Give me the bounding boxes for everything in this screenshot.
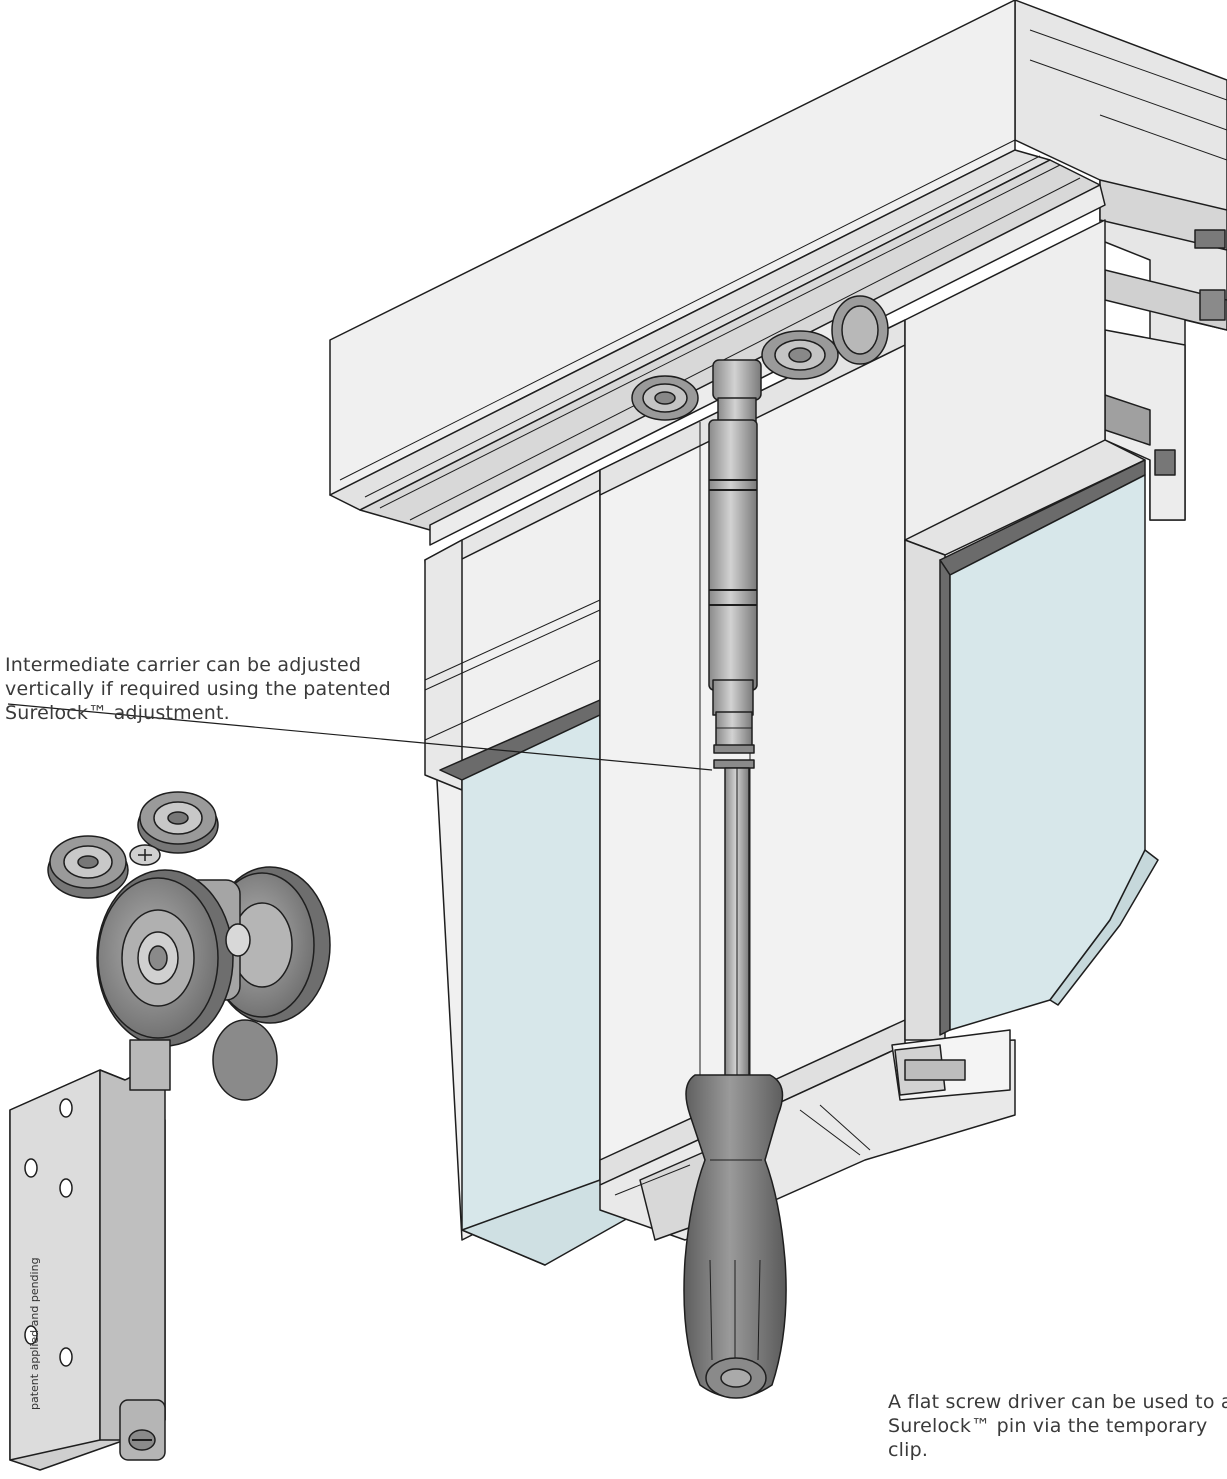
carrier-wheels: [47, 791, 331, 1101]
annotation-line: clip.: [888, 1439, 929, 1461]
annotation-line: Surelock™ pin via the temporary: [888, 1415, 1208, 1437]
annotation-line: A flat screw driver can be used to a: [888, 1391, 1227, 1413]
left-door-panel: [424, 469, 661, 1266]
screwdriver-handle: [683, 1074, 787, 1399]
carrier-detail: [9, 791, 331, 1471]
track-rollers: [631, 295, 889, 421]
intermediate-carrier-annotation: Intermediate carrier can be adjusted ver…: [5, 653, 407, 725]
annotation-line: Surelock™ adjustment.: [5, 702, 230, 724]
mounting-bracket: [9, 1059, 166, 1471]
bracket-engraving: patent applied and pending: [28, 1257, 41, 1410]
frame-profile: [1014, 0, 1227, 521]
screwdriver-annotation: A flat screw driver can be used to a Sur…: [888, 1390, 1227, 1462]
track-assembly: [329, 0, 1227, 1399]
screwdriver-shaft: [724, 767, 750, 1079]
carrier-stem: [708, 359, 762, 769]
leader-line: [7, 703, 713, 771]
annotation-line: Intermediate carrier can be adjusted: [5, 654, 362, 676]
annotation-line: vertically if required using the patente…: [5, 678, 391, 700]
right-door-panel: [904, 219, 1159, 1041]
